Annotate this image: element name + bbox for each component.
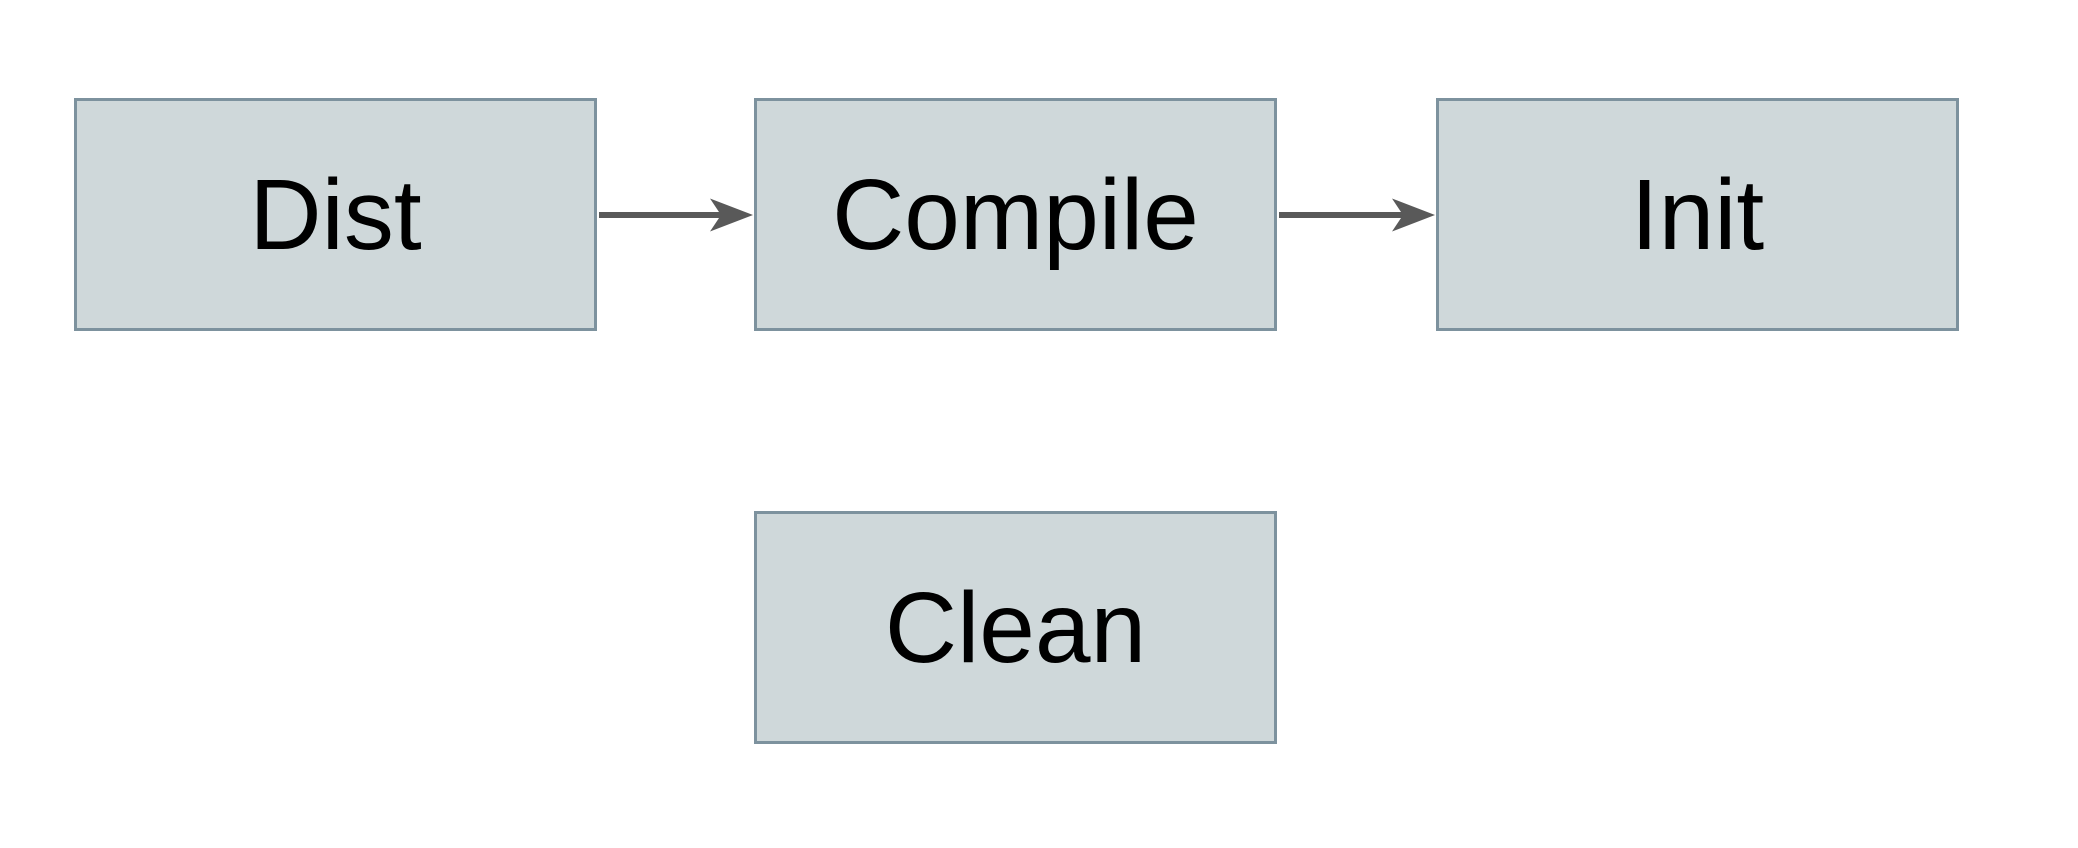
edge-dist-to-compile [599,198,753,232]
arrowhead-right-icon [710,198,753,232]
node-compile: Compile [754,98,1277,331]
node-label: Clean [884,571,1147,684]
node-label: Init [1630,158,1765,271]
node-dist: Dist [74,98,597,331]
node-init: Init [1436,98,1959,331]
node-clean: Clean [754,511,1277,744]
node-label: Dist [249,158,422,271]
node-label: Compile [832,158,1199,271]
arrowhead-right-icon [1392,198,1435,232]
edge-compile-to-init [1279,198,1435,232]
